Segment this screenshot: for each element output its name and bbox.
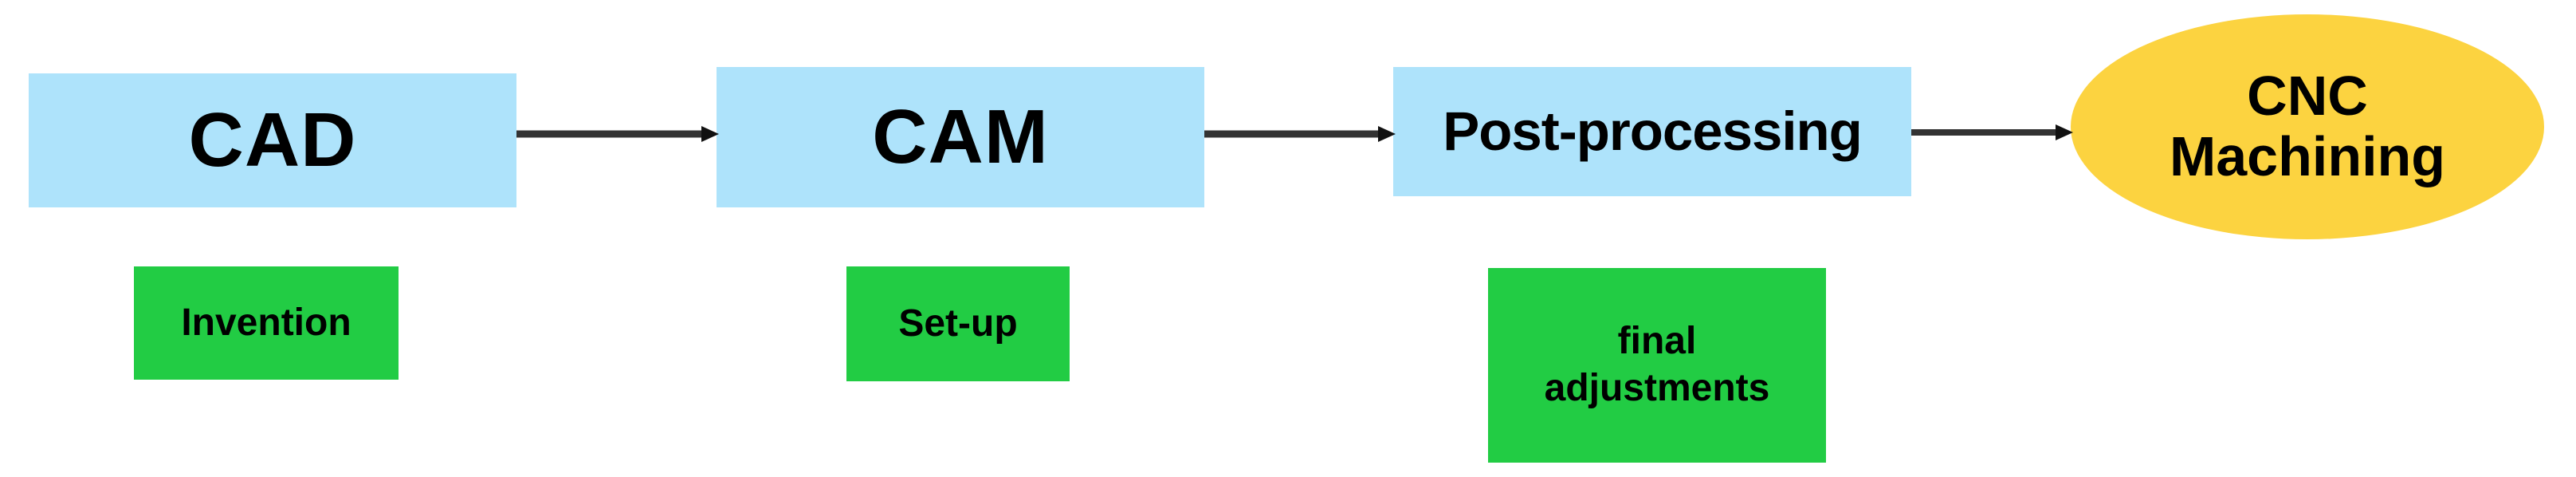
annotation-node-setup[interactable]: Set-up [846, 266, 1070, 381]
node-label-post-processing: Post-processing [1443, 100, 1863, 162]
arrow-post-processing-to-cnc [1911, 124, 2073, 140]
annotation-node-final-adjustments[interactable]: final adjustments [1488, 268, 1826, 463]
terminator-node-cnc-machining[interactable]: CNC Machining [2071, 14, 2544, 239]
process-node-cam[interactable]: CAM [717, 67, 1204, 207]
node-label-cnc-line1: CNC [2247, 65, 2368, 128]
annotation-label-final-line1: final [1617, 320, 1697, 363]
arrow-cam-to-post-processing [1204, 126, 1396, 142]
annotation-node-invention[interactable]: Invention [134, 266, 399, 380]
annotation-label-invention: Invention [181, 302, 351, 345]
annotation-label-final-line2: adjustments [1544, 367, 1770, 409]
arrow-cad-to-cam [516, 126, 719, 142]
node-label-cnc-line2: Machining [2169, 125, 2446, 187]
process-node-cad[interactable]: CAD [29, 73, 516, 207]
annotation-label-setup: Set-up [898, 302, 1018, 345]
node-label-cam: CAM [872, 94, 1049, 180]
process-node-post-processing[interactable]: Post-processing [1393, 67, 1911, 196]
node-label-cad: CAD [188, 97, 357, 183]
